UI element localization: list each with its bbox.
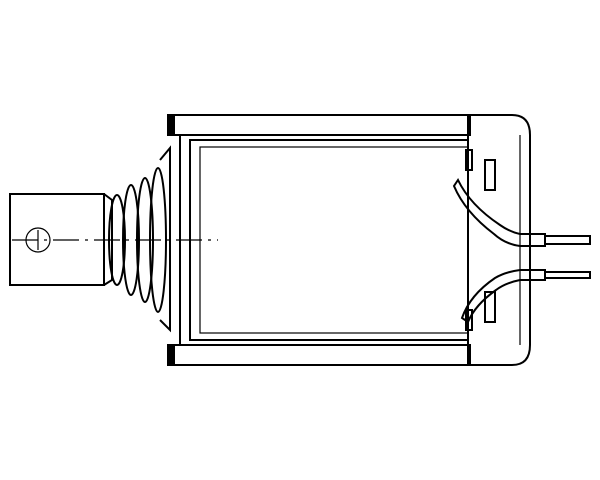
frame-flange-bottom bbox=[168, 345, 175, 365]
lead-wire-top bbox=[452, 177, 546, 247]
terminal-slot-top bbox=[484, 159, 496, 191]
spring bbox=[108, 145, 171, 333]
lead-pin-top bbox=[545, 235, 591, 245]
coil-inner bbox=[199, 146, 469, 334]
frame-flange-top bbox=[168, 115, 175, 135]
end-cap bbox=[465, 114, 531, 366]
spring-end bbox=[159, 145, 171, 333]
terminal-slot-bottom bbox=[484, 291, 496, 323]
lead-wires bbox=[452, 177, 591, 324]
frame bbox=[167, 114, 471, 366]
wire-clip-top bbox=[465, 149, 473, 171]
frame-bottom-plate bbox=[167, 344, 471, 366]
lead-pin-bottom bbox=[545, 271, 591, 279]
lead-wire-bottom bbox=[460, 269, 546, 324]
end-cap-outline bbox=[470, 114, 531, 366]
frame-top-plate bbox=[167, 114, 471, 136]
coil-body bbox=[189, 115, 469, 365]
coil-outer bbox=[189, 139, 469, 341]
